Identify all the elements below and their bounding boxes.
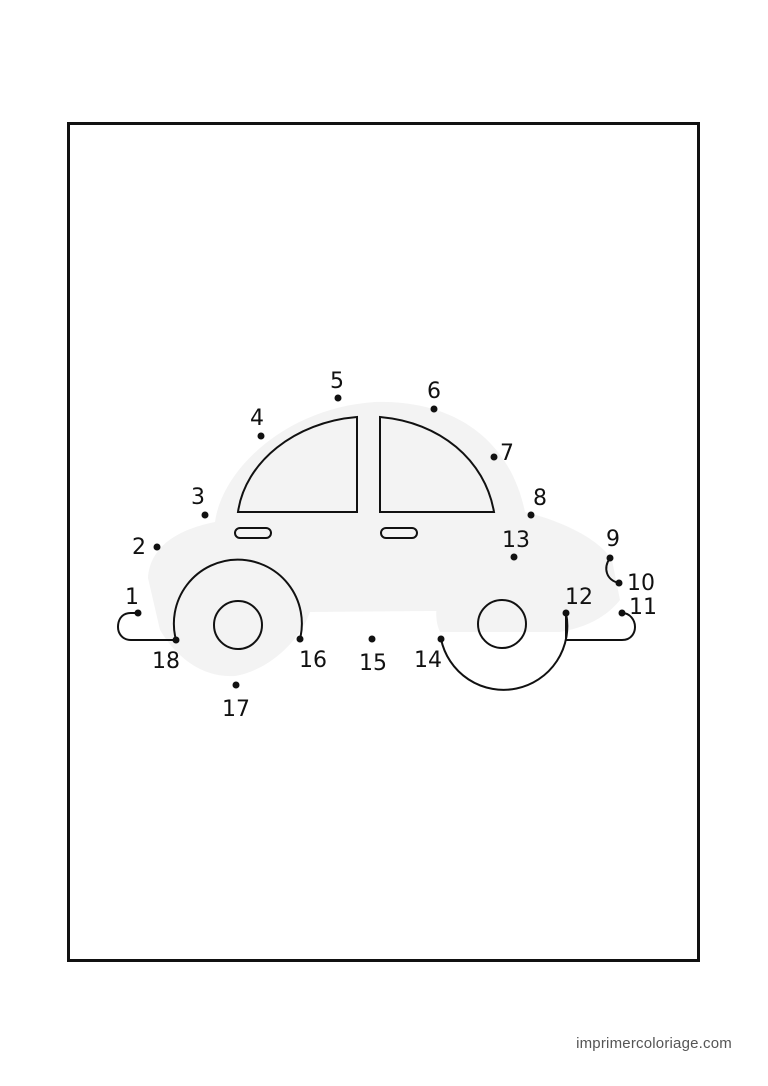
dot-5 [334,394,342,402]
dot-14 [437,635,445,643]
dot-label-4: 4 [250,406,264,431]
right-hub [477,599,527,649]
dot-label-5: 5 [330,369,344,394]
worksheet-frame [67,122,700,962]
rear-window-outline [379,415,496,513]
dot-2 [153,543,161,551]
dot-label-7: 7 [500,441,514,466]
dot-label-3: 3 [191,485,205,510]
dot-label-12: 12 [565,585,593,610]
site-watermark: imprimercoloriage.com [576,1035,732,1052]
dot-15 [368,635,376,643]
left-bumper-outline [116,612,176,641]
dot-label-2: 2 [132,535,146,560]
dot-12 [562,609,570,617]
dot-points [134,394,626,689]
dot-label-13: 13 [502,528,530,553]
dot-label-8: 8 [533,486,547,511]
dot-16 [296,635,304,643]
door-handle-left [234,527,272,539]
dot-label-9: 9 [606,527,620,552]
dot-3 [201,511,209,519]
dot-label-16: 16 [299,648,327,673]
car-body-silhouette [148,401,620,677]
door-handle-right [380,527,418,539]
dot-10 [615,579,623,587]
dot-label-1: 1 [125,585,139,610]
dot-6 [430,405,438,413]
dot-18 [172,636,180,644]
dot-label-6: 6 [427,379,441,404]
dot-11 [618,609,626,617]
dot-labels: 1 2 3 4 5 6 7 8 9 10 11 12 13 14 15 16 1… [125,369,657,722]
left-wheel-arc [172,558,303,641]
dot-9 [606,554,614,562]
dot-label-15: 15 [359,651,387,676]
car-silhouette [148,401,620,677]
dot-13 [510,553,518,561]
dot-label-10: 10 [627,571,655,596]
dot-label-18: 18 [152,649,180,674]
right-wheel-arc [440,612,569,691]
dot-1 [134,609,142,617]
right-bumper-outline [565,612,637,641]
dot-8 [527,511,535,519]
dot-7 [490,453,498,461]
dot-label-17: 17 [222,697,250,722]
dot-label-14: 14 [414,648,442,673]
dot-4 [257,432,265,440]
dot-label-11: 11 [629,595,657,620]
left-hub [213,600,263,650]
dot-17 [232,681,240,689]
front-window-outline [236,415,358,513]
